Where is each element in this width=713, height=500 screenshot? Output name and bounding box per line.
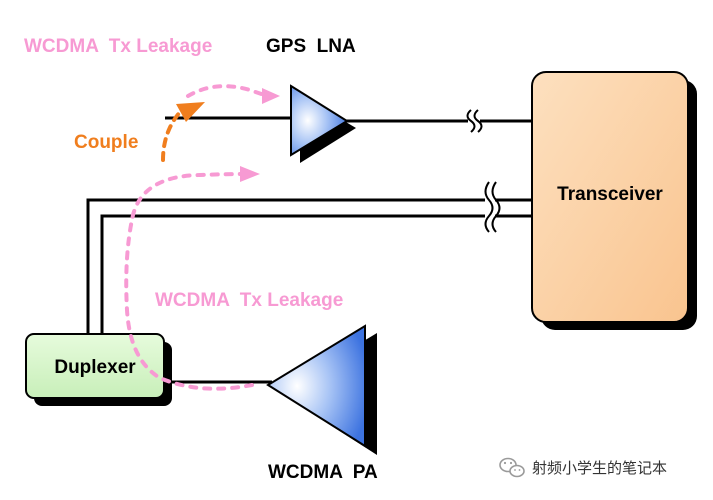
couple-arrowhead: [176, 102, 205, 122]
wcdma-pa-triangle: [266, 324, 366, 448]
transceiver-block: [531, 71, 689, 323]
gps-lna-triangle: [290, 84, 349, 157]
duplexer-label: Duplexer: [54, 357, 136, 378]
leakage-path-top: [186, 84, 272, 98]
wcdma-pa-label: WCDMA PA: [268, 462, 378, 483]
leakage-path-main: [124, 172, 254, 391]
duplexer-block: [25, 333, 165, 399]
leakage-arrowhead-top: [262, 88, 280, 104]
duplexer-tx-wire-outer: [86, 198, 485, 333]
transceiver-label: Transceiver: [557, 184, 663, 205]
wechat-icon: [499, 457, 525, 478]
leakage-label-top: WCDMA Tx Leakage: [24, 36, 212, 57]
break-mark-bottom: [484, 181, 501, 233]
duplexer-rx-wire-inner: [100, 214, 485, 333]
leakage-label-mid: WCDMA Tx Leakage: [155, 290, 343, 311]
gps-lna-label: GPS LNA: [266, 36, 356, 57]
couple-path: [161, 110, 182, 162]
break-mark-top: [466, 109, 483, 133]
couple-label: Couple: [74, 132, 138, 153]
watermark-text: 射频小学生的笔记本: [532, 459, 667, 477]
leakage-arrowhead-main: [240, 166, 260, 182]
